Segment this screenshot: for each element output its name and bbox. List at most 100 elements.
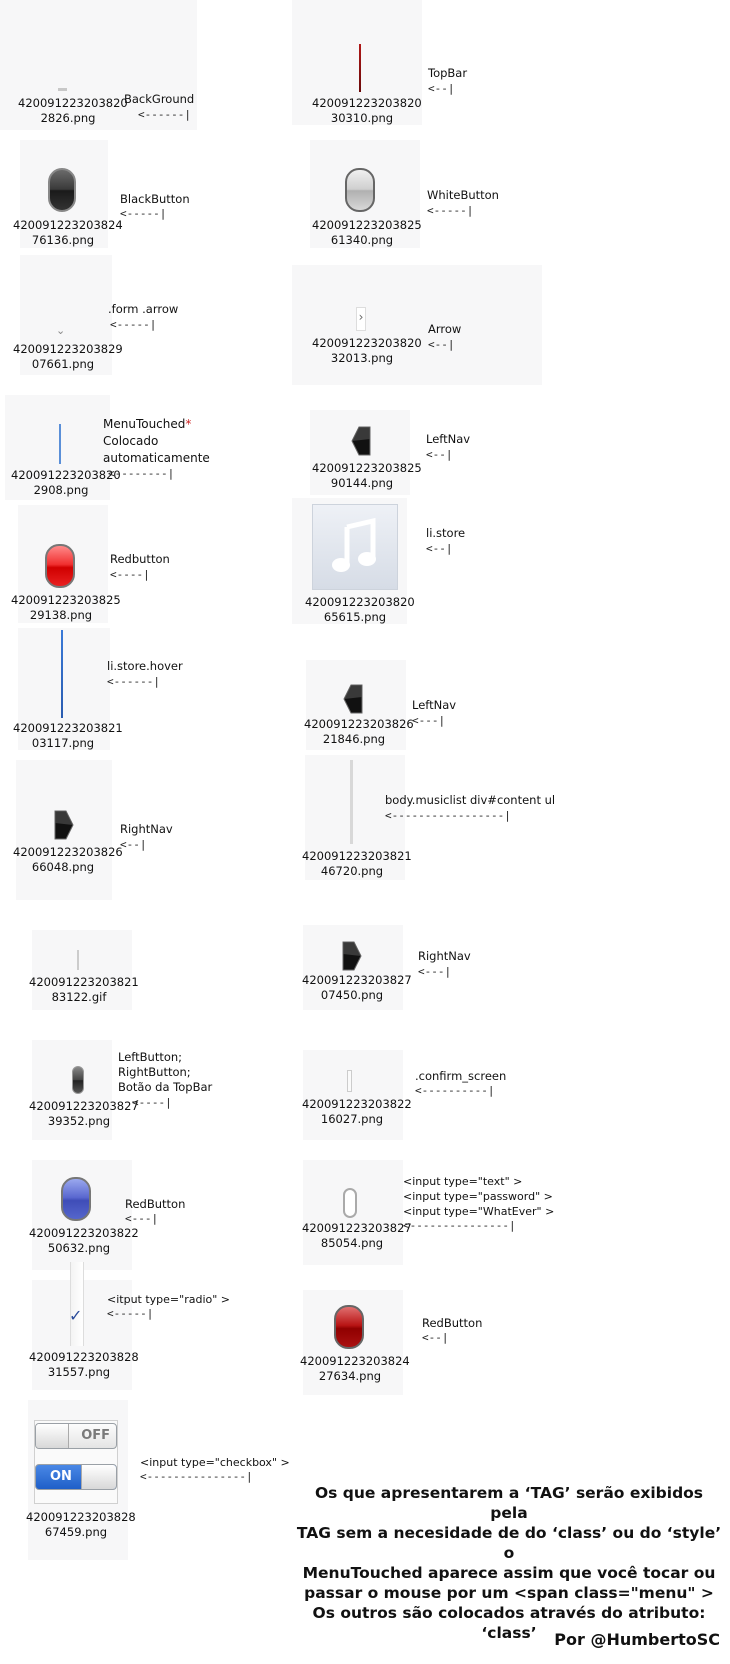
background-patch xyxy=(303,1050,403,1140)
class-label: .confirm_screen xyxy=(415,1069,507,1083)
content-line-icon xyxy=(350,760,353,844)
class-label: RightNav xyxy=(120,822,173,836)
toggle-knob xyxy=(81,1465,116,1489)
class-label: WhiteButton xyxy=(427,188,499,202)
background-patch xyxy=(292,0,422,125)
class-label: <itput type="radio" > xyxy=(107,1293,231,1306)
pointer-arrow: <-----------------| xyxy=(385,809,511,822)
checkmark-icon: ✓ xyxy=(69,1306,83,1325)
pointer-arrow: <-----| xyxy=(107,1307,154,1320)
pointer-arrow: <------| xyxy=(138,108,191,121)
class-label: body.musiclist div#content ul xyxy=(385,793,556,807)
confirm-screen-icon xyxy=(347,1070,352,1092)
toggle-off-label: OFF xyxy=(81,1428,110,1443)
class-label: <input type="checkbox" > xyxy=(140,1456,290,1469)
small-dark-button-icon xyxy=(72,1066,84,1094)
class-label: li.store xyxy=(426,526,466,540)
red-button-icon xyxy=(45,544,75,588)
class-label: TopBar xyxy=(428,66,468,80)
background-patch xyxy=(18,628,110,750)
class-label: LeftNav xyxy=(426,432,471,446)
music-note-icon xyxy=(312,504,398,590)
class-label: RightNav xyxy=(418,949,471,963)
pointer-arrow: <--| xyxy=(426,448,453,461)
pointer-arrow: <--| xyxy=(428,82,455,95)
background-patch xyxy=(292,265,542,385)
left-nav-icon xyxy=(351,426,371,456)
white-button-icon xyxy=(345,168,375,212)
blue-button-icon xyxy=(61,1177,91,1221)
class-label: MenuTouched* Colocado automaticamente xyxy=(103,417,210,465)
background-patch xyxy=(5,395,110,500)
class-label: RedButton xyxy=(125,1197,186,1211)
pointer-arrow: <---| xyxy=(418,965,452,978)
pointer-arrow: <---------------| xyxy=(140,1470,253,1483)
pointer-arrow: <-----| xyxy=(427,204,474,217)
class-label: RedButton xyxy=(422,1316,483,1330)
pointer-arrow: <----------| xyxy=(415,1084,495,1097)
black-button-icon xyxy=(48,168,76,212)
pointer-arrow: <--| xyxy=(422,1331,449,1344)
class-label: li.store.hover xyxy=(107,659,183,673)
left-nav-icon xyxy=(343,684,363,714)
background-patch xyxy=(20,255,112,375)
pointer-arrow: <---| xyxy=(412,714,446,727)
right-nav-icon xyxy=(342,941,362,971)
input-field-icon xyxy=(343,1188,357,1218)
store-hover-line-icon xyxy=(61,630,63,718)
class-label: LeftNav xyxy=(412,698,457,712)
chevron-down-icon: ⌄ xyxy=(56,324,66,337)
background-patch xyxy=(305,755,405,880)
toggle-switch-icon: OFF ON xyxy=(34,1420,118,1504)
pointer-arrow: <----| xyxy=(132,1096,172,1109)
background-patch xyxy=(0,0,197,130)
pointer-arrow: <-----| xyxy=(120,207,167,220)
background-patch xyxy=(32,930,132,1010)
toggle-knob xyxy=(36,1424,69,1448)
pointer-arrow: <--| xyxy=(428,338,455,351)
class-label: Redbutton xyxy=(110,552,170,566)
pointer-arrow: <--------| xyxy=(108,467,175,480)
class-label: Arrow xyxy=(428,322,462,336)
toggle-on: ON xyxy=(35,1464,117,1490)
chevron-right-icon: › xyxy=(356,307,366,331)
menu-touched-line-icon xyxy=(59,424,61,464)
class-label: BackGround xyxy=(124,92,195,106)
author-signature: Por @HumbertoSC xyxy=(554,1630,720,1649)
pointer-arrow: <---| xyxy=(125,1212,159,1225)
right-nav-icon xyxy=(54,810,74,840)
small-line-icon xyxy=(77,950,79,970)
toggle-on-label: ON xyxy=(50,1469,72,1484)
pointer-arrow: <--| xyxy=(426,542,453,555)
pointer-arrow: <---------------| xyxy=(403,1219,516,1232)
class-label: .form .arrow xyxy=(108,302,179,316)
topbar-line-icon xyxy=(359,44,361,92)
toggle-off: OFF xyxy=(35,1423,117,1449)
dark-red-button-icon xyxy=(334,1305,364,1349)
class-label: LeftButton; RightButton; Botão da TopBar xyxy=(118,1050,213,1094)
pointer-arrow: <------| xyxy=(107,675,160,688)
class-label: BlackButton xyxy=(120,192,190,206)
